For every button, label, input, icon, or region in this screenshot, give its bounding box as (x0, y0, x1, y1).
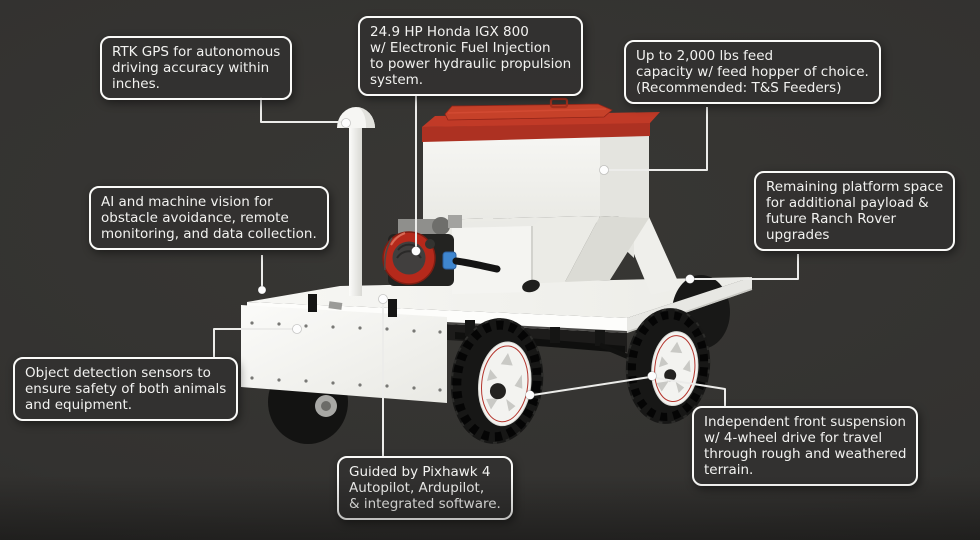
callout-feed-capacity: Up to 2,000 lbs feed capacity w/ feed ho… (624, 40, 881, 104)
dot-hopper (599, 165, 609, 175)
rover (241, 97, 753, 444)
leader-dots (257, 118, 695, 400)
callout-platform-space: Remaining platform space for additional … (754, 171, 956, 251)
leader-object-detection (213, 328, 294, 358)
leader-lines (213, 95, 799, 456)
wheel-front-left (450, 318, 544, 444)
deck-bracket (388, 299, 397, 317)
hopper-bin-side (600, 133, 649, 218)
pump-enclosure (452, 226, 532, 294)
dot-skirt (292, 324, 302, 334)
honda-engine (382, 215, 540, 294)
hopper-bin-front (423, 136, 600, 220)
wheel-front-right (625, 308, 711, 424)
lid-handle (549, 97, 569, 109)
deck-latch (328, 301, 343, 310)
leader-feed (608, 107, 708, 171)
skirt-panel (241, 305, 447, 403)
dot-platform (685, 274, 695, 284)
dot-deck-front (378, 294, 388, 304)
callout-rtk-gps: RTK GPS for autonomous driving accuracy … (100, 36, 293, 100)
hopper-lid-band (422, 122, 650, 142)
deck-knob (522, 279, 540, 293)
callout-object-detection: Object detection sensors to ensure safet… (13, 357, 239, 421)
gps-antenna-mast (337, 106, 375, 296)
rivets (250, 321, 442, 392)
dot-engine (411, 246, 421, 256)
leader-suspension (532, 376, 726, 407)
callout-engine: 24.9 HP Honda IGX 800 w/ Electronic Fuel… (358, 16, 584, 96)
dot-wheel-right (647, 371, 657, 381)
platform-deck-top (247, 277, 752, 318)
callout-ai-vision: AI and machine vision for obstacle avoid… (89, 186, 329, 250)
hydraulic-hose (452, 257, 501, 273)
callout-pixhawk: Guided by Pixhawk 4 Autopilot, Ardupilot… (337, 456, 513, 520)
callout-suspension: Independent front suspension w/ 4-wheel … (692, 406, 919, 486)
deck-bracket (308, 294, 317, 312)
dot-antenna (341, 118, 351, 128)
leader-rtk-gps (260, 97, 342, 123)
hopper-lid (444, 103, 613, 121)
leader-platform (694, 254, 799, 280)
dot-ai (257, 285, 267, 295)
dot-wheel-left (525, 390, 535, 400)
